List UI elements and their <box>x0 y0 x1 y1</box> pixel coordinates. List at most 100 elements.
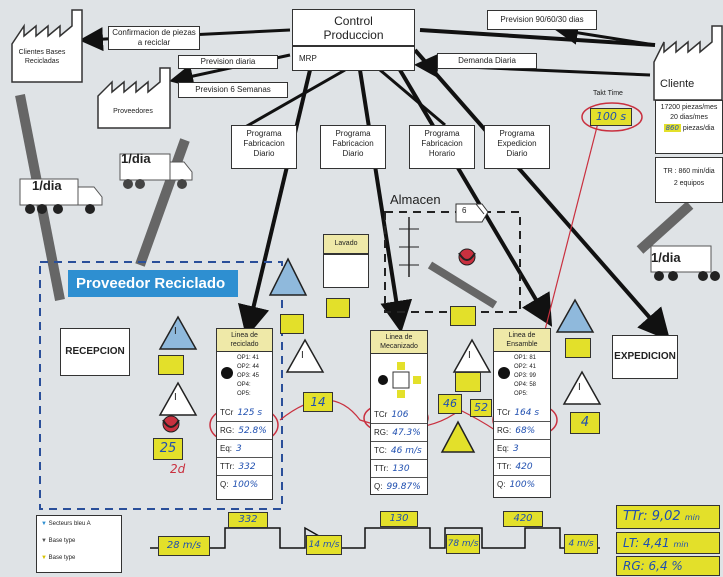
almacen-count: 6 <box>462 206 467 215</box>
tc-val: 125 s <box>237 408 263 418</box>
eq-val: 3 <box>513 444 519 454</box>
legend-b: ▼ Base type <box>41 533 121 550</box>
prevision-left2: Prevision 6 Semanas <box>178 82 288 98</box>
proveedor-reciclado-banner: Proveedor Reciclado <box>68 270 238 297</box>
mecanizado-ttr: TTr:130 <box>371 460 427 478</box>
inventory-i-3: I <box>301 350 304 361</box>
yellow-card-4 <box>450 306 476 326</box>
mrp-label: MRP <box>299 53 317 63</box>
control-title-1: Control <box>334 13 373 28</box>
ttr-val: 130 <box>392 464 410 474</box>
programa-3-l3: Horario <box>428 149 456 158</box>
inventory-triangle-2 <box>285 338 325 373</box>
yellow-card-3 <box>326 298 350 318</box>
recepcion-label: RECEPCION <box>65 346 125 357</box>
op-line: OP4: 58 <box>514 382 537 388</box>
op-line: OP2: 41 <box>514 364 537 370</box>
mrp-box: MRP <box>292 46 415 71</box>
kanban-post-icon-left <box>162 415 180 433</box>
cliente-line2: 20 dias/mes <box>670 114 708 121</box>
inventory-triangle-blue-1 <box>158 315 198 350</box>
cliente-tr-box: TR : 860 min/dia 2 equipos <box>655 157 723 203</box>
programa-4-l2: Expedicion <box>497 139 537 148</box>
programa-1-l1: Programa <box>246 129 282 138</box>
total-lt-unit: min <box>673 540 689 549</box>
tc-val: 106 <box>391 410 409 420</box>
transport-right-label: 1/dia <box>651 250 681 265</box>
prevision-top-label: Prevision 90/60/30 dias <box>500 15 584 24</box>
recepcion-box: RECEPCION <box>60 328 130 376</box>
yellow-card-6 <box>565 338 591 358</box>
legend-c: ▼ Base type <box>41 550 121 567</box>
ttr-key: TTr: <box>497 462 512 471</box>
blue-triangle-icon: ▼ <box>41 521 47 527</box>
total-lt-value: LT: 4,41 <box>623 536 670 550</box>
ttr-val: 332 <box>238 462 256 472</box>
control-title-2: Produccion <box>323 27 384 42</box>
tc-val: 164 s <box>514 408 540 418</box>
legend-a: ▼ Secteurs bleu A <box>41 516 121 533</box>
legend-b-label: Base type <box>48 538 76 544</box>
legend-c-label: Base type <box>48 555 76 561</box>
almacen-label: Almacen <box>390 192 441 207</box>
ttr-key: TTr: <box>220 462 235 471</box>
ensamble-rg: RG:68% <box>494 422 550 440</box>
programa-1-l2: Fabricacion <box>243 139 285 148</box>
q-key: Q: <box>220 480 229 489</box>
total-ttr-unit: min <box>684 513 700 522</box>
tc-key: TCr <box>497 408 511 417</box>
prevision-left2-label: Prevision 6 Semanas <box>195 85 271 94</box>
truck-icon-right <box>650 245 720 281</box>
transport-mid-label: 1/dia <box>121 151 151 166</box>
q-key: Q: <box>374 482 383 491</box>
tc-key: TCr <box>220 408 234 417</box>
yellow-card-2 <box>280 314 304 334</box>
programa-4-l1: Programa <box>499 129 535 138</box>
rg-val: 68% <box>515 426 536 436</box>
timeline-t2: 332 <box>228 512 268 528</box>
linea-reciclado-ops: OP1: 41 OP2: 44 OP3: 45 OP4: OP5: <box>237 354 259 399</box>
programa-2-l3: Diario <box>342 149 364 158</box>
legend-a-label: Secteurs bleu A <box>48 521 91 527</box>
stock-46: 46 <box>438 394 462 414</box>
mecanizado-q: Q:99.87% <box>371 478 427 495</box>
expedicion-box: EXPEDICION <box>612 335 678 379</box>
kanban-post-icon <box>458 248 476 266</box>
total-ttr: TTr: 9,02 min <box>616 505 720 529</box>
timeline-t4: 130 <box>380 511 418 527</box>
op-line: OP3: 99 <box>514 373 537 379</box>
op-line: OP3: 45 <box>237 373 260 379</box>
reciclado-rg: RG:52.8% <box>217 422 272 440</box>
factory-icon-clientes <box>11 9 83 83</box>
rg-key: RG: <box>497 426 512 435</box>
proveedores-label: Proveedores <box>113 108 153 115</box>
transport-left-label: 1/dia <box>32 178 62 193</box>
rg-key: RG: <box>374 428 389 437</box>
rg-val: 47.3% <box>392 428 421 438</box>
prevision-left1: Prevision diaria <box>178 55 278 69</box>
ensamble-q: Q:100% <box>494 476 550 493</box>
prevision-top: Prevision 90/60/30 dias <box>487 10 597 30</box>
operator-icon <box>221 367 233 379</box>
tc2-key: TC: <box>374 446 387 455</box>
programa-2-l1: Programa <box>335 129 371 138</box>
linea-ensamble-box: Linea de Ensamble OP1: 81 OP2: 41 OP3: 9… <box>493 328 551 498</box>
op-line: OP1: 41 <box>237 355 260 361</box>
linea-ensamble-title: Linea de Ensamble <box>494 329 550 352</box>
timeline-t3: 14 m/s <box>306 535 342 555</box>
cliente-data-box: 17200 piezas/mes 20 dias/mes 860 piezas/… <box>655 100 723 154</box>
demanda-box: Demanda Diaria <box>437 53 537 69</box>
timeline-t5: 78 m/s <box>446 534 480 554</box>
legend-box: ▼ Secteurs bleu A ▼ Base type ▼ Base typ… <box>36 515 122 573</box>
inventory-triangle-3 <box>452 338 492 373</box>
yellow-card-1 <box>158 355 184 375</box>
stock-4: 4 <box>570 412 600 434</box>
recepcion-stock: 25 <box>153 438 183 460</box>
op-line: OP1: 81 <box>514 355 537 361</box>
